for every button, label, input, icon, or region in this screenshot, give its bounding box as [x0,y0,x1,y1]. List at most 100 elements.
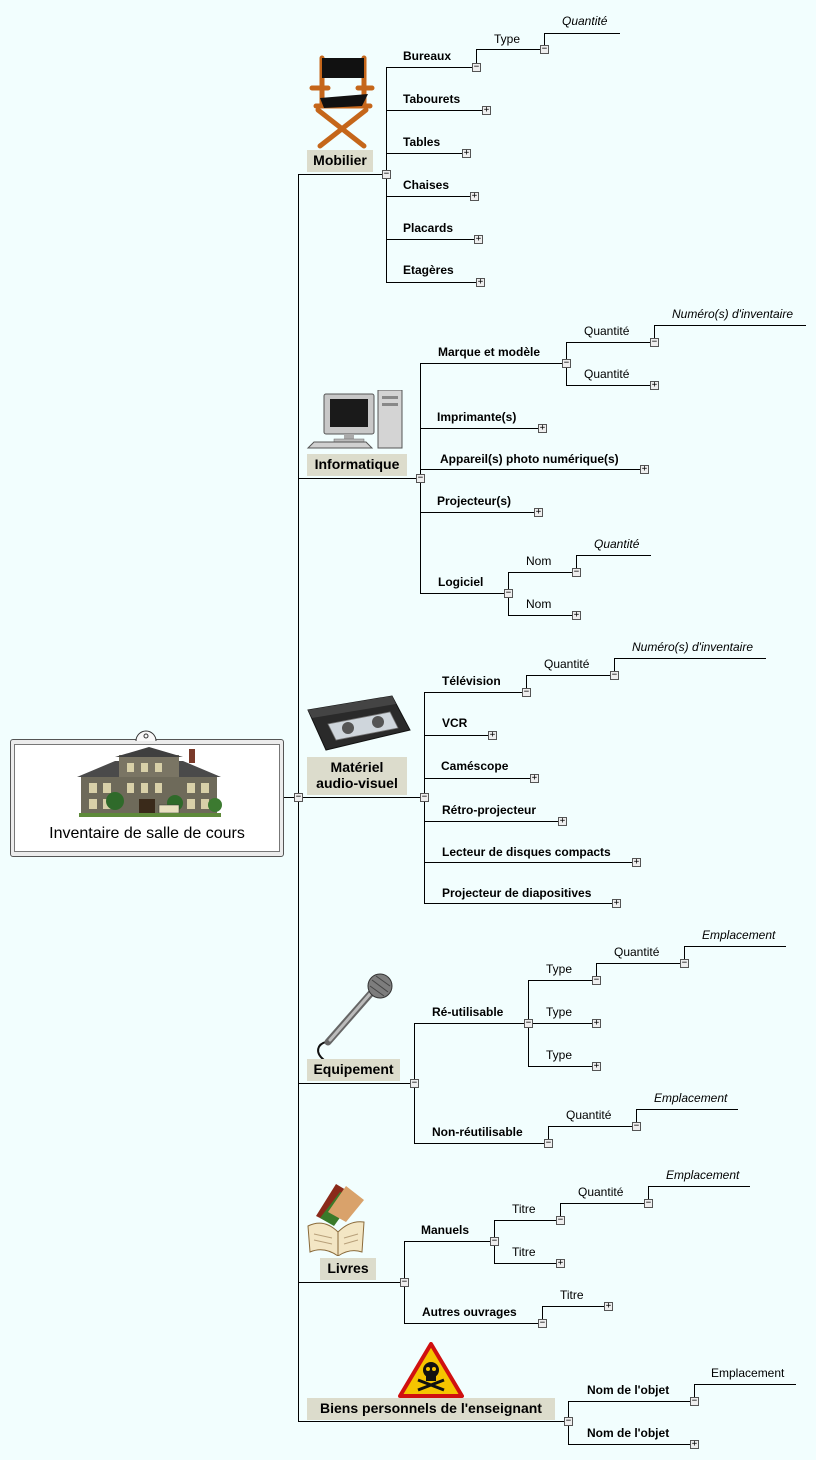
expand-toggle-placards[interactable]: + [474,234,483,244]
node-reutil-quantite[interactable]: Quantité [614,945,660,959]
branch-biens-personnels[interactable]: Biens personnels de l'enseignant [307,1398,555,1420]
node-marque-quantite-2[interactable]: Quantité [584,367,630,381]
node-lecteur-cd[interactable]: Lecteur de disques compacts [442,845,611,859]
node-television-quantite[interactable]: Quantité [544,657,590,671]
expand-toggle-projecteurs[interactable]: + [534,507,543,517]
node-projecteur-diapositives[interactable]: Projecteur de diapositives [442,886,592,900]
node-imprimantes[interactable]: Imprimante(s) [437,410,517,424]
node-etageres[interactable]: Etagères [403,263,454,277]
branch-livres[interactable]: Livres [320,1258,376,1280]
expand-toggle-manuels-titre-2[interactable]: + [556,1258,565,1268]
node-reutil-type-3[interactable]: Type [546,1048,573,1062]
node-tables[interactable]: Tables [403,135,441,149]
expand-toggle-camescope[interactable]: + [530,773,539,783]
node-nonreutil-emplacement[interactable]: Emplacement [654,1091,728,1105]
expand-toggle-nom-objet-2[interactable]: + [690,1439,699,1449]
collapse-toggle-marque[interactable]: − [562,358,571,368]
collapse-toggle-autres-ouvrages[interactable]: − [538,1318,547,1328]
central-topic-frame: Inventaire de salle de cours [14,744,280,852]
collapse-toggle-informatique[interactable]: − [416,473,425,483]
node-logiciel-nom-1[interactable]: Nom [526,554,552,568]
node-reutil-type-1[interactable]: Type [546,962,573,976]
node-numero-inventaire-2[interactable]: Numéro(s) d'inventaire [632,640,754,654]
node-autres-ouvrages[interactable]: Autres ouvrages [422,1305,517,1319]
node-reutilisable[interactable]: Ré-utilisable [432,1005,504,1019]
node-appareils-photo[interactable]: Appareil(s) photo numérique(s) [440,452,619,466]
node-reutil-emplacement[interactable]: Emplacement [702,928,776,942]
node-chaises[interactable]: Chaises [403,178,450,192]
node-biens-emplacement[interactable]: Emplacement [711,1366,785,1380]
collapse-toggle-bureaux[interactable]: − [472,62,481,72]
node-reutil-type-2[interactable]: Type [546,1005,573,1019]
collapse-toggle-biens[interactable]: − [564,1416,573,1426]
expand-toggle-lecteur[interactable]: + [632,857,641,867]
node-tabourets[interactable]: Tabourets [403,92,461,106]
expand-toggle-logiciel-nom-2[interactable]: + [572,610,581,620]
collapse-toggle-reutil-quantite[interactable]: − [680,958,689,968]
branch-equipement[interactable]: Equipement [307,1059,400,1081]
node-manuels[interactable]: Manuels [421,1223,470,1237]
expand-toggle-appareils[interactable]: + [640,464,649,474]
node-logiciel[interactable]: Logiciel [438,575,484,589]
expand-toggle-marque-quantite-2[interactable]: + [650,380,659,390]
collapse-toggle-bureaux-type[interactable]: − [540,44,549,54]
expand-toggle-retro[interactable]: + [558,816,567,826]
branch-informatique[interactable]: Informatique [307,454,407,476]
expand-toggle-autres-titre[interactable]: + [604,1301,613,1311]
collapse-toggle-reutil-type-1[interactable]: − [592,975,601,985]
node-numero-inventaire-1[interactable]: Numéro(s) d'inventaire [672,307,794,321]
node-nonreutil-quantite[interactable]: Quantité [566,1108,612,1122]
branch-mobilier[interactable]: Mobilier [307,150,373,172]
collapse-toggle-manuels[interactable]: − [490,1236,499,1246]
node-manuels-quantite[interactable]: Quantité [578,1185,624,1199]
collapse-toggle-marque-quantite-1[interactable]: − [650,337,659,347]
node-television[interactable]: Télévision [442,674,501,688]
node-projecteurs[interactable]: Projecteur(s) [437,494,512,508]
node-camescope[interactable]: Caméscope [441,759,509,773]
collapse-toggle-nonreutil-quantite[interactable]: − [632,1121,641,1131]
collapse-toggle-central[interactable]: − [294,792,303,802]
central-topic[interactable]: Inventaire de salle de cours [10,739,284,857]
expand-toggle-reutil-type-3[interactable]: + [592,1061,601,1071]
expand-toggle-etageres[interactable]: + [476,277,485,287]
branch-materiel-audio-visuel[interactable]: Matériel audio-visuel [307,757,407,795]
node-manuels-emplacement[interactable]: Emplacement [666,1168,740,1182]
node-manuels-titre-1[interactable]: Titre [512,1202,536,1216]
collapse-toggle-audiovisuel[interactable]: − [420,792,429,802]
collapse-toggle-manuels-quantite[interactable]: − [644,1198,653,1208]
node-bureaux-type[interactable]: Type [494,32,521,46]
expand-toggle-vcr[interactable]: + [488,730,497,740]
node-nom-objet-1[interactable]: Nom de l'objet [587,1383,670,1397]
expand-toggle-chaises[interactable]: + [470,191,479,201]
collapse-toggle-manuels-titre-1[interactable]: − [556,1215,565,1225]
node-logiciel-quantite[interactable]: Quantité [594,537,640,551]
node-manuels-titre-2[interactable]: Titre [512,1245,536,1259]
node-retro-projecteur[interactable]: Rétro-projecteur [442,803,537,817]
collapse-toggle-logiciel[interactable]: − [504,588,513,598]
node-autres-titre[interactable]: Titre [560,1288,584,1302]
expand-toggle-tabourets[interactable]: + [482,105,491,115]
node-bureaux-quantite[interactable]: Quantité [562,14,608,28]
collapse-toggle-logiciel-nom-1[interactable]: − [572,567,581,577]
collapse-toggle-non-reutilisable[interactable]: − [544,1138,553,1148]
node-placards[interactable]: Placards [403,221,454,235]
node-marque-quantite-1[interactable]: Quantité [584,324,630,338]
node-nom-objet-2[interactable]: Nom de l'objet [587,1426,670,1440]
collapse-toggle-equipement[interactable]: − [410,1078,419,1088]
node-logiciel-nom-2[interactable]: Nom [526,597,552,611]
expand-toggle-imprimantes[interactable]: + [538,423,547,433]
collapse-toggle-mobilier[interactable]: − [382,169,391,179]
node-non-reutilisable[interactable]: Non-réutilisable [432,1125,523,1139]
node-vcr[interactable]: VCR [442,716,468,730]
node-marque-modele[interactable]: Marque et modèle [438,345,541,359]
expand-toggle-tables[interactable]: + [462,148,471,158]
collapse-toggle-television-quantite[interactable]: − [610,670,619,680]
central-topic-title: Inventaire de salle de cours [49,825,245,842]
collapse-toggle-livres[interactable]: − [400,1277,409,1287]
expand-toggle-reutil-type-2[interactable]: + [592,1018,601,1028]
collapse-toggle-reutilisable[interactable]: − [524,1018,533,1028]
collapse-toggle-nom-objet-1[interactable]: − [690,1396,699,1406]
collapse-toggle-television[interactable]: − [522,687,531,697]
expand-toggle-diapo[interactable]: + [612,898,621,908]
node-bureaux[interactable]: Bureaux [403,49,452,63]
